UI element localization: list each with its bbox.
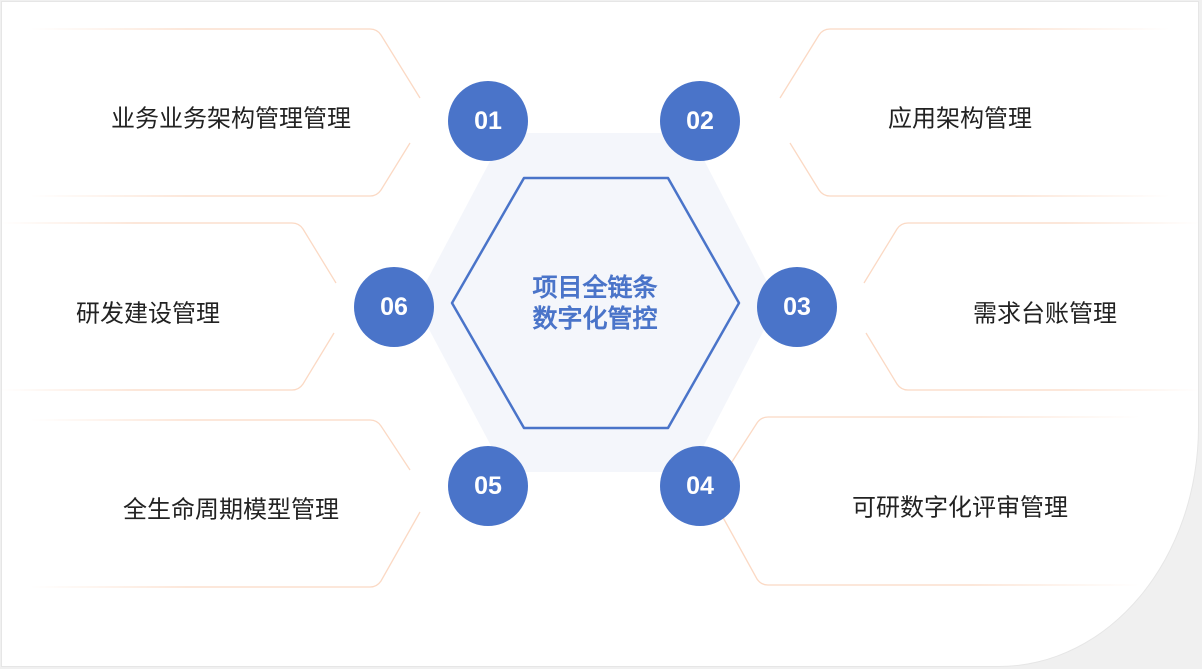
badge-03: 03 xyxy=(757,267,837,347)
badge-01: 01 xyxy=(448,81,528,161)
center-hexagon xyxy=(450,176,741,430)
item-label-05: 全生命周期模型管理 xyxy=(123,495,339,524)
card-04 xyxy=(719,416,1140,586)
card-05 xyxy=(30,419,421,588)
card-06 xyxy=(0,222,337,391)
badge-05: 05 xyxy=(448,446,528,526)
item-label-06: 研发建设管理 xyxy=(76,299,220,328)
item-label-01: 业务业务架构管理管理 xyxy=(111,104,351,133)
center-title: 项目全链条数字化管控 xyxy=(532,273,658,333)
item-label-04: 可研数字化评审管理 xyxy=(852,493,1068,522)
badge-02: 02 xyxy=(660,81,740,161)
item-label-02: 应用架构管理 xyxy=(888,104,1032,133)
card-01 xyxy=(30,28,421,197)
badge-06: 06 xyxy=(354,267,434,347)
card-03 xyxy=(863,222,1200,391)
card-02 xyxy=(779,28,1170,197)
badge-04: 04 xyxy=(660,446,740,526)
item-label-03: 需求台账管理 xyxy=(973,299,1117,328)
